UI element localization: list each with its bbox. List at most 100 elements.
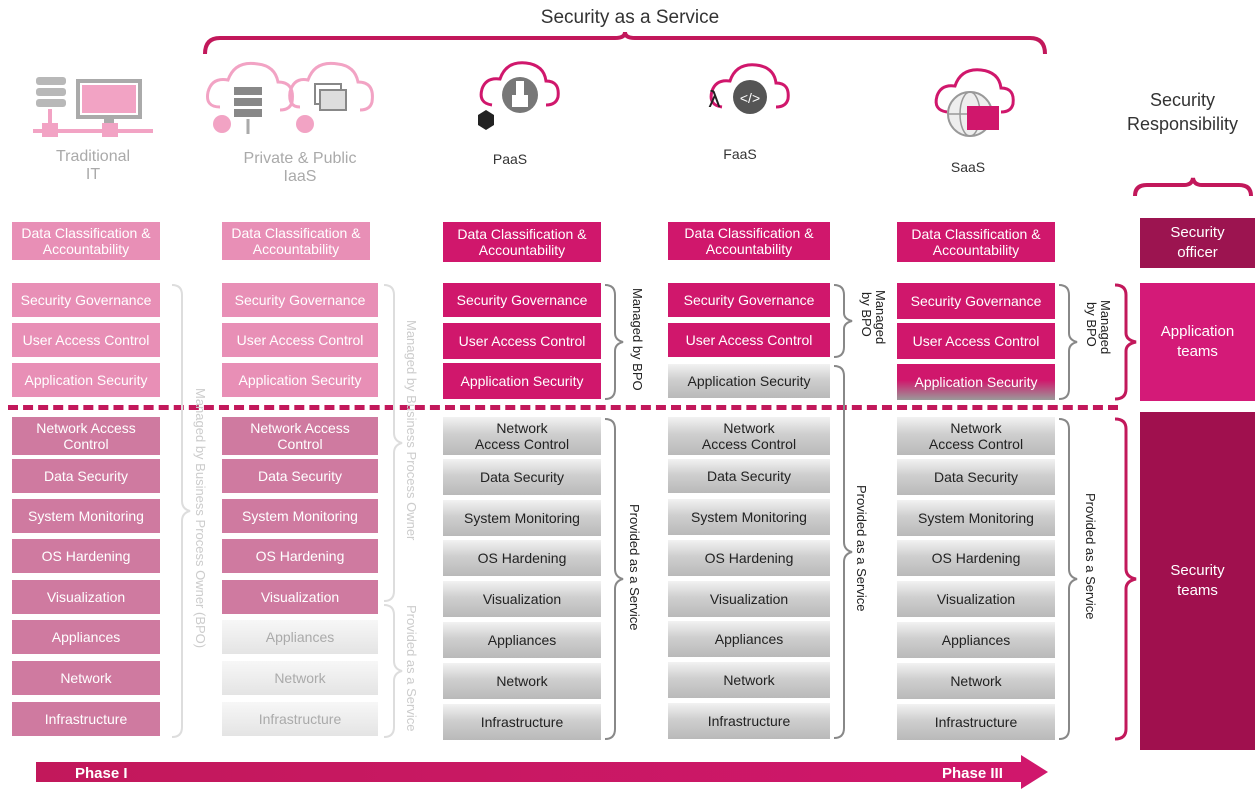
- layer-security-governance: Security Governance: [443, 283, 601, 317]
- column-title-iaas: Private & Public IaaS: [220, 150, 380, 186]
- layer-appliances: Appliances: [668, 621, 830, 657]
- data-classification-box: Data Classification & Accountability: [443, 222, 601, 262]
- layer-application-security: Application Security: [12, 363, 160, 397]
- layer-user-access-control: User Access Control: [668, 323, 830, 357]
- layer-infrastructure: Infrastructure: [12, 702, 160, 736]
- layer-network-access-control: Network Access Control: [12, 417, 160, 455]
- label-col2-managed: Managed by Business Process Owner: [404, 320, 419, 541]
- layer-appliances: Appliances: [897, 622, 1055, 658]
- layer-network: Network: [668, 662, 830, 698]
- layer-network: Network: [443, 663, 601, 699]
- data-classification-box: Data Classification & Accountability: [222, 222, 370, 260]
- layer-user-access-control: User Access Control: [443, 323, 601, 359]
- column-title-line: IT: [85, 166, 101, 183]
- layer-security-governance: Security Governance: [12, 283, 160, 317]
- layer-data-security: Data Security: [668, 459, 830, 493]
- svg-text:λ: λ: [708, 88, 721, 113]
- label-col4-provided: Provided as a Service: [854, 485, 869, 612]
- cloud-servers-icon: [206, 61, 374, 134]
- layer-data-security: Data Security: [897, 459, 1055, 495]
- phase-start-label: Phase I: [75, 765, 128, 782]
- layer-visualization: Visualization: [897, 581, 1055, 617]
- layer-visualization: Visualization: [668, 581, 830, 617]
- layer-os-hardening: OS Hardening: [443, 540, 601, 576]
- responsibility-security-officer: Security officer: [1140, 218, 1255, 268]
- layer-security-governance: Security Governance: [897, 283, 1055, 319]
- layer-system-monitoring: System Monitoring: [443, 500, 601, 536]
- responsibility-title: Security Responsibility: [1126, 90, 1239, 134]
- layer-application-security: Application Security: [222, 363, 378, 397]
- layer-os-hardening: OS Hardening: [12, 539, 160, 573]
- server-computer-icon: [33, 77, 153, 137]
- top-bracket: [203, 31, 1047, 55]
- data-classification-box: Data Classification & Accountability: [897, 222, 1055, 262]
- layer-visualization: Visualization: [12, 580, 160, 614]
- layer-user-access-control: User Access Control: [222, 323, 378, 357]
- layer-data-security: Data Security: [12, 459, 160, 493]
- column-title-line: Private & Public: [243, 150, 357, 167]
- phase-end-label: Phase III: [942, 765, 1003, 782]
- column-title-traditional-it: Traditional IT: [20, 148, 166, 184]
- responsibility-bracket: [1133, 177, 1253, 197]
- responsibility-brace-app: [1114, 283, 1137, 401]
- label-col5-managed: Managed by BPO: [1082, 300, 1113, 354]
- col5-managed-text: Managed by BPO: [1084, 300, 1113, 355]
- brace-col3-top: [604, 284, 624, 400]
- brace-col4-top: [833, 284, 853, 358]
- responsibility-brace-security: [1114, 417, 1137, 741]
- brace-col2-bottom: [383, 604, 403, 738]
- layer-security-governance: Security Governance: [222, 283, 378, 317]
- data-classification-box: Data Classification & Accountability: [668, 222, 830, 260]
- brace-col5-top: [1058, 284, 1078, 400]
- responsibility-application-teams: Application teams: [1140, 283, 1255, 401]
- brace-col1: [171, 284, 191, 738]
- layer-os-hardening: OS Hardening: [897, 540, 1055, 576]
- column-title-saas: SaaS: [950, 159, 986, 175]
- layer-infrastructure: Infrastructure: [443, 704, 601, 740]
- svg-text:</>: </>: [740, 90, 760, 106]
- brace-col5-bottom: [1058, 418, 1078, 740]
- layer-network: Network: [12, 661, 160, 695]
- layer-network: Network: [222, 661, 378, 695]
- column-title-line: IaaS: [283, 168, 317, 185]
- layer-network-access-control: Network Access Control: [668, 417, 830, 455]
- layer-data-security: Data Security: [222, 459, 378, 493]
- layer-system-monitoring: System Monitoring: [12, 499, 160, 533]
- label-col1-managed: Managed by Business Process Owner (BPO): [193, 388, 208, 649]
- layer-infrastructure: Infrastructure: [897, 704, 1055, 740]
- label-col2-provided: Provided as a Service: [404, 605, 419, 732]
- layer-infrastructure: Infrastructure: [668, 703, 830, 739]
- layer-os-hardening: OS Hardening: [668, 540, 830, 576]
- layer-user-access-control: User Access Control: [12, 323, 160, 357]
- layer-application-security: Application Security: [443, 363, 601, 399]
- column-title-faas: FaaS: [723, 146, 757, 162]
- label-col3-provided: Provided as a Service: [627, 504, 642, 631]
- layer-appliances: Appliances: [222, 620, 378, 654]
- layer-network: Network: [897, 663, 1055, 699]
- layer-user-access-control: User Access Control: [897, 323, 1055, 359]
- responsibility-security-teams: Security teams: [1140, 412, 1255, 750]
- layer-os-hardening: OS Hardening: [222, 539, 378, 573]
- layer-system-monitoring: System Monitoring: [897, 500, 1055, 536]
- brace-col4-bottom: [833, 365, 853, 739]
- faas-cloud-icon: </> λ: [708, 63, 790, 114]
- layer-visualization: Visualization: [222, 580, 378, 614]
- layer-network-access-control: Network Access Control: [443, 417, 601, 455]
- responsibility-label: Security officer: [1170, 224, 1225, 261]
- layer-visualization: Visualization: [443, 581, 601, 617]
- label-col3-managed: Managed by BPO: [630, 288, 645, 391]
- layer-network-access-control: Network Access Control: [897, 417, 1055, 455]
- layer-application-security: Application Security: [897, 364, 1055, 400]
- phase-arrow: [36, 755, 1048, 789]
- responsibility-label: Application teams: [1160, 323, 1235, 360]
- column-title-paas: PaaS: [492, 151, 528, 167]
- layer-data-security: Data Security: [443, 459, 601, 495]
- responsibility-label: Security teams: [1170, 562, 1225, 599]
- layer-appliances: Appliances: [12, 620, 160, 654]
- layer-application-security: Application Security: [668, 364, 830, 398]
- layer-system-monitoring: System Monitoring: [668, 499, 830, 535]
- data-classification-box: Data Classification & Accountability: [12, 222, 160, 260]
- layer-infrastructure: Infrastructure: [222, 702, 378, 736]
- layer-appliances: Appliances: [443, 622, 601, 658]
- header-title: Security as a Service: [540, 7, 720, 28]
